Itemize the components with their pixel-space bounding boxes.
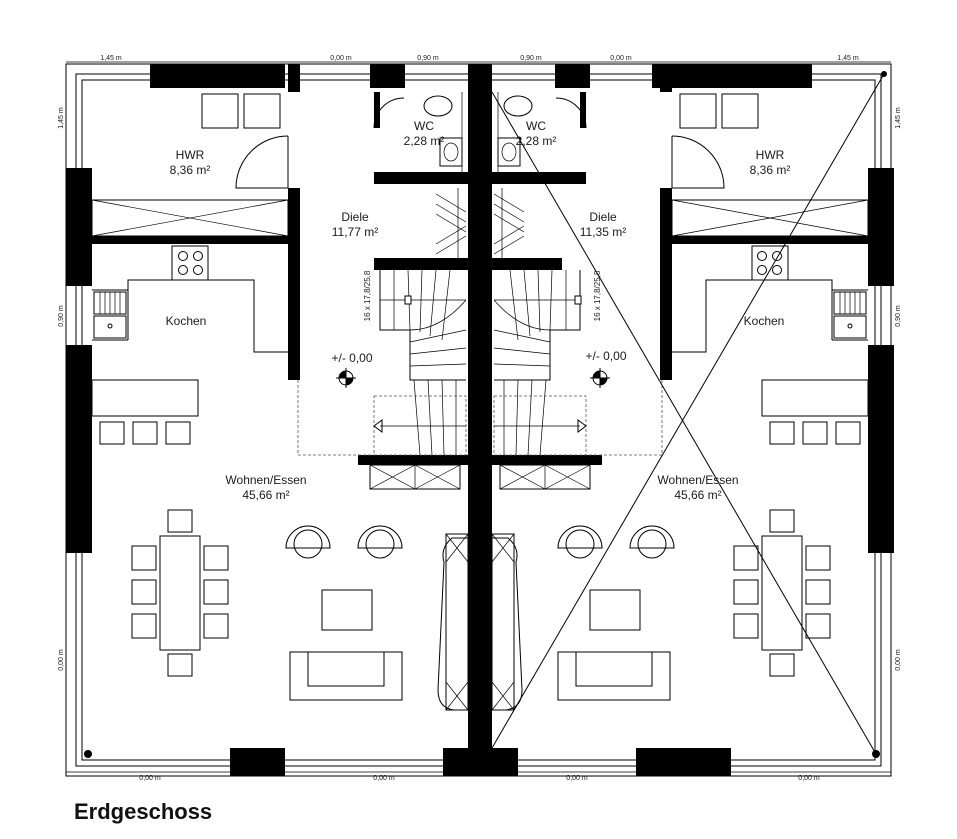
diele-area-left: 11,77 m² <box>332 225 378 239</box>
dim-bottom-2: 0,00 m <box>373 775 395 782</box>
wc-fixtures-right <box>497 92 533 172</box>
dimension-labels: 1,45 m 0,00 m 0,90 m 0,90 m 0,00 m 1,45 … <box>58 55 902 782</box>
wohnen-label-right: Wohnen/Essen <box>657 473 738 487</box>
hwr-label-left: HWR <box>176 148 205 162</box>
wc-label-right: WC <box>526 119 546 133</box>
living-set-right <box>557 525 675 701</box>
center-shelving <box>437 533 523 711</box>
dim-right-2: 0,90 m <box>895 305 902 327</box>
interior-walls <box>92 64 868 465</box>
level-marker-left <box>336 368 356 388</box>
dim-top-3: 0,90 m <box>417 55 439 62</box>
dim-top-1: 1,45 m <box>100 55 122 62</box>
hwr-area-right: 8,36 m² <box>750 163 791 177</box>
dim-right-3: 0,00 m <box>895 649 902 671</box>
party-wall <box>468 64 492 776</box>
wc-area-right: 2,28 m² <box>516 134 557 148</box>
plan-title: Erdgeschoss <box>74 799 213 824</box>
dim-top-5: 0,00 m <box>610 55 632 62</box>
dining-set-right <box>733 509 831 677</box>
stairs-label-right: 16 x 17,8/25,8 <box>593 270 602 321</box>
dim-left-3: 0,00 m <box>58 649 65 671</box>
kitchen-left <box>91 245 288 445</box>
hwr-label-right: HWR <box>756 148 785 162</box>
wohnen-area-right: 45,66 m² <box>674 488 721 502</box>
dim-left-2: 0,90 m <box>58 305 65 327</box>
kitchen-right <box>672 245 869 445</box>
dim-bottom-4: 0,00 m <box>798 775 820 782</box>
hwr-equipment-right <box>671 93 869 237</box>
dim-left-1: 1,45 m <box>58 107 65 129</box>
diele-area-right: 11,35 m² <box>580 225 626 239</box>
level-marker-right <box>590 368 610 388</box>
wardrobe-left <box>369 464 461 490</box>
diele-outline-right <box>586 380 663 456</box>
diele-label-right: Diele <box>589 210 617 224</box>
cross-out-lines <box>491 73 885 755</box>
wohnen-label-left: Wohnen/Essen <box>225 473 306 487</box>
room-labels-right: HWR 8,36 m² WC 2,28 m² Diele 11,35 m² Ko… <box>516 119 791 502</box>
wardrobe-right <box>499 464 591 490</box>
dim-right-1: 1,45 m <box>895 107 902 129</box>
dim-top-2: 0,00 m <box>330 55 352 62</box>
hwr-equipment-left <box>91 93 289 237</box>
stairs-label-left: 16 x 17,8/25,8 <box>363 270 372 321</box>
stairs-left <box>373 188 467 456</box>
dining-set-left <box>131 509 229 677</box>
wc-label-left: WC <box>414 119 434 133</box>
stairs-right <box>493 188 587 456</box>
doors <box>235 97 725 189</box>
dim-bottom-3: 0,00 m <box>566 775 588 782</box>
wohnen-area-left: 45,66 m² <box>242 488 289 502</box>
level-label-left: +/- 0,00 <box>331 351 372 365</box>
outer-walls <box>65 63 894 777</box>
dim-top-6: 1,45 m <box>837 55 859 62</box>
dim-bottom-1: 0,00 m <box>139 775 161 782</box>
diele-label-left: Diele <box>341 210 369 224</box>
wc-area-left: 2,28 m² <box>404 134 445 148</box>
hwr-area-left: 8,36 m² <box>170 163 211 177</box>
kochen-label-left: Kochen <box>166 314 207 328</box>
wc-fixtures-left <box>423 92 463 172</box>
room-labels-left: HWR 8,36 m² WC 2,28 m² Diele 11,77 m² Ko… <box>166 119 445 502</box>
level-label-right: +/- 0,00 <box>585 349 626 363</box>
living-set-left <box>285 525 403 701</box>
kochen-label-right: Kochen <box>744 314 785 328</box>
diele-outline-left <box>297 380 374 456</box>
dim-top-4: 0,90 m <box>520 55 542 62</box>
